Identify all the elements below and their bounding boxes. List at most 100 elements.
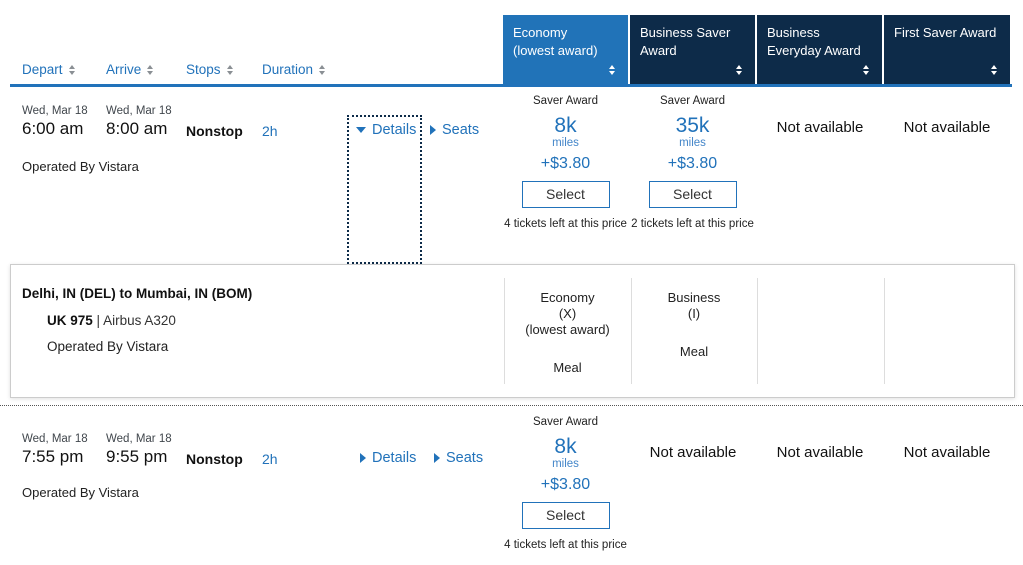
stops-value: Nonstop [186,123,243,139]
chevron-right-icon [430,125,436,135]
sort-column-label: Depart [22,62,63,77]
duration-link[interactable]: 2h [262,451,278,467]
operated-by: Operated By Vistara [22,485,139,500]
row-separator [0,405,1023,406]
fare-column-label-line: Business [767,25,820,40]
depart-date: Wed, Mar 18 [22,105,88,117]
sort-column-depart[interactable]: Depart [22,62,75,77]
operated-by: Operated By Vistara [47,339,169,354]
cabin-line: (X) [558,306,577,321]
sort-icon[interactable] [736,65,742,75]
column-divider [631,278,632,384]
cabin-info-business: Business (I) Meal [631,290,757,360]
seats-link[interactable]: Seats [434,450,483,466]
miles-unit: miles [552,458,579,470]
flight-number: UK 975 [47,313,93,328]
fare-column-label-line: Economy [513,25,568,40]
sort-column-stops[interactable]: Stops [186,62,233,77]
sort-icon [226,64,233,75]
fare-cell-economy: Saver Award 8k miles +$3.80 Select 4 tic… [503,416,628,552]
award-type: Saver Award [533,416,598,428]
meal-service: Meal [679,344,709,359]
stops-value: Nonstop [186,451,243,467]
fare-cell-unavailable: Not available [776,119,864,136]
seats-label: Seats [442,122,480,138]
sort-column-label: Duration [262,62,314,77]
fare-column-header-first-saver[interactable]: First Saver Award [884,15,1010,84]
arrive-date: Wed, Mar 18 [106,433,172,445]
fare-cell-unavailable: Not available [776,444,864,461]
fare-column-label-line: Business Saver [640,25,731,40]
select-button[interactable]: Select [648,181,737,208]
fare-column-label-line: Everyday Award [767,42,861,58]
tickets-left: 4 tickets left at this price [504,218,627,230]
chevron-right-icon [360,453,366,463]
sort-icon [147,64,154,75]
duration-link[interactable]: 2h [262,123,278,139]
depart-time: 7:55 pm [22,447,84,466]
sort-column-label: Arrive [106,62,142,77]
arrive-time: 8:00 am [106,119,168,138]
chevron-down-icon [356,127,366,133]
cabin-line: (I) [687,306,701,321]
miles-value: 35k [675,114,710,137]
fare-column-header-economy[interactable]: Economy (lowest award) [503,15,628,84]
sort-icon[interactable] [609,65,615,75]
column-divider [884,278,885,384]
sort-icon [319,64,326,75]
select-button[interactable]: Select [521,502,610,529]
sort-icon[interactable] [863,65,869,75]
arrive-date: Wed, Mar 18 [106,105,172,117]
depart-time: 6:00 am [22,119,84,138]
fare-column-label-line: Award [640,42,677,58]
operated-by: Operated By Vistara [22,159,139,174]
flight-number-line: UK 975 | Airbus A320 [47,313,176,328]
sort-icon [68,64,75,75]
miles-unit: miles [552,137,579,149]
miles-value: 8k [554,435,577,458]
aircraft-type: Airbus A320 [103,313,176,328]
segment-route: Delhi, IN (DEL) to Mumbai, IN (BOM) [22,286,253,301]
fare-column-label-line: (lowest award) [513,42,598,58]
cabin-line: (lowest award) [525,322,610,337]
fare-cell-economy: Saver Award 8k miles +$3.80 Select 4 tic… [503,95,628,231]
fare-cell-unavailable: Not available [903,444,991,461]
details-label: Details [372,122,417,138]
fees-value: +$3.80 [667,155,718,172]
column-divider [504,278,505,384]
select-button[interactable]: Select [521,181,610,208]
award-type: Saver Award [660,95,725,107]
chevron-right-icon [434,453,440,463]
seats-link[interactable]: Seats [430,122,479,138]
meal-service: Meal [553,360,582,375]
award-type: Saver Award [533,95,598,107]
sort-column-duration[interactable]: Duration [262,62,326,77]
miles-unit: miles [679,137,706,149]
separator: | [96,313,101,328]
flight-details-panel: Delhi, IN (DEL) to Mumbai, IN (BOM) UK 9… [10,264,1015,398]
details-label: Details [372,450,417,466]
sort-column-label: Stops [186,62,221,77]
cabin-info-economy: Economy (X) (lowest award) Meal [504,290,631,376]
depart-date: Wed, Mar 18 [22,433,88,445]
column-divider [757,278,758,384]
fees-value: +$3.80 [540,476,591,493]
fare-column-header-business-saver[interactable]: Business Saver Award [630,15,755,84]
sort-column-arrive[interactable]: Arrive [106,62,154,77]
fare-cell-business-saver: Saver Award 35k miles +$3.80 Select 2 ti… [630,95,755,231]
fees-value: +$3.80 [540,155,591,172]
arrive-time: 9:55 pm [106,447,168,466]
details-toggle[interactable]: Details [360,450,416,466]
fare-cell-unavailable: Not available [903,119,991,136]
header-underline [10,84,1012,87]
miles-value: 8k [554,114,577,137]
seats-label: Seats [446,450,484,466]
tickets-left: 4 tickets left at this price [504,539,627,551]
sort-icon[interactable] [991,65,997,75]
details-toggle[interactable]: Details [356,122,416,138]
fare-cell-unavailable: Not available [649,444,737,461]
fare-column-header-business-everyday[interactable]: Business Everyday Award [757,15,882,84]
cabin-line: Business [667,290,721,305]
fare-column-label-line: First Saver Award [894,25,997,40]
